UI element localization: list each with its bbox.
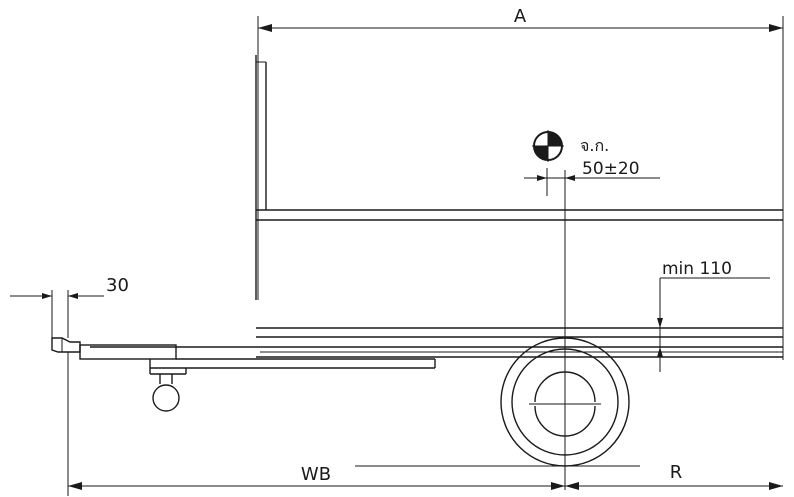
dimension-a: A: [257, 6, 784, 360]
center-of-mass: จ.ก. 50±20: [524, 130, 660, 490]
center-of-mass-tolerance: 50±20: [582, 159, 640, 179]
dimension-wb-label: WB: [301, 464, 331, 485]
dimension-wb-r: WB R: [67, 352, 783, 496]
dimension-30: 30: [10, 275, 129, 340]
dimension-min-110: min 110: [657, 259, 770, 372]
dimension-30-label: 30: [106, 275, 129, 296]
dimension-min-110-label: min 110: [662, 259, 732, 279]
trailer-body: [90, 55, 783, 358]
dimension-r-label: R: [670, 462, 683, 483]
center-of-mass-label: จ.ก.: [580, 136, 609, 155]
drawbar: [51, 337, 436, 375]
jockey-wheel: [152, 374, 180, 412]
dimension-a-label: A: [514, 6, 527, 27]
